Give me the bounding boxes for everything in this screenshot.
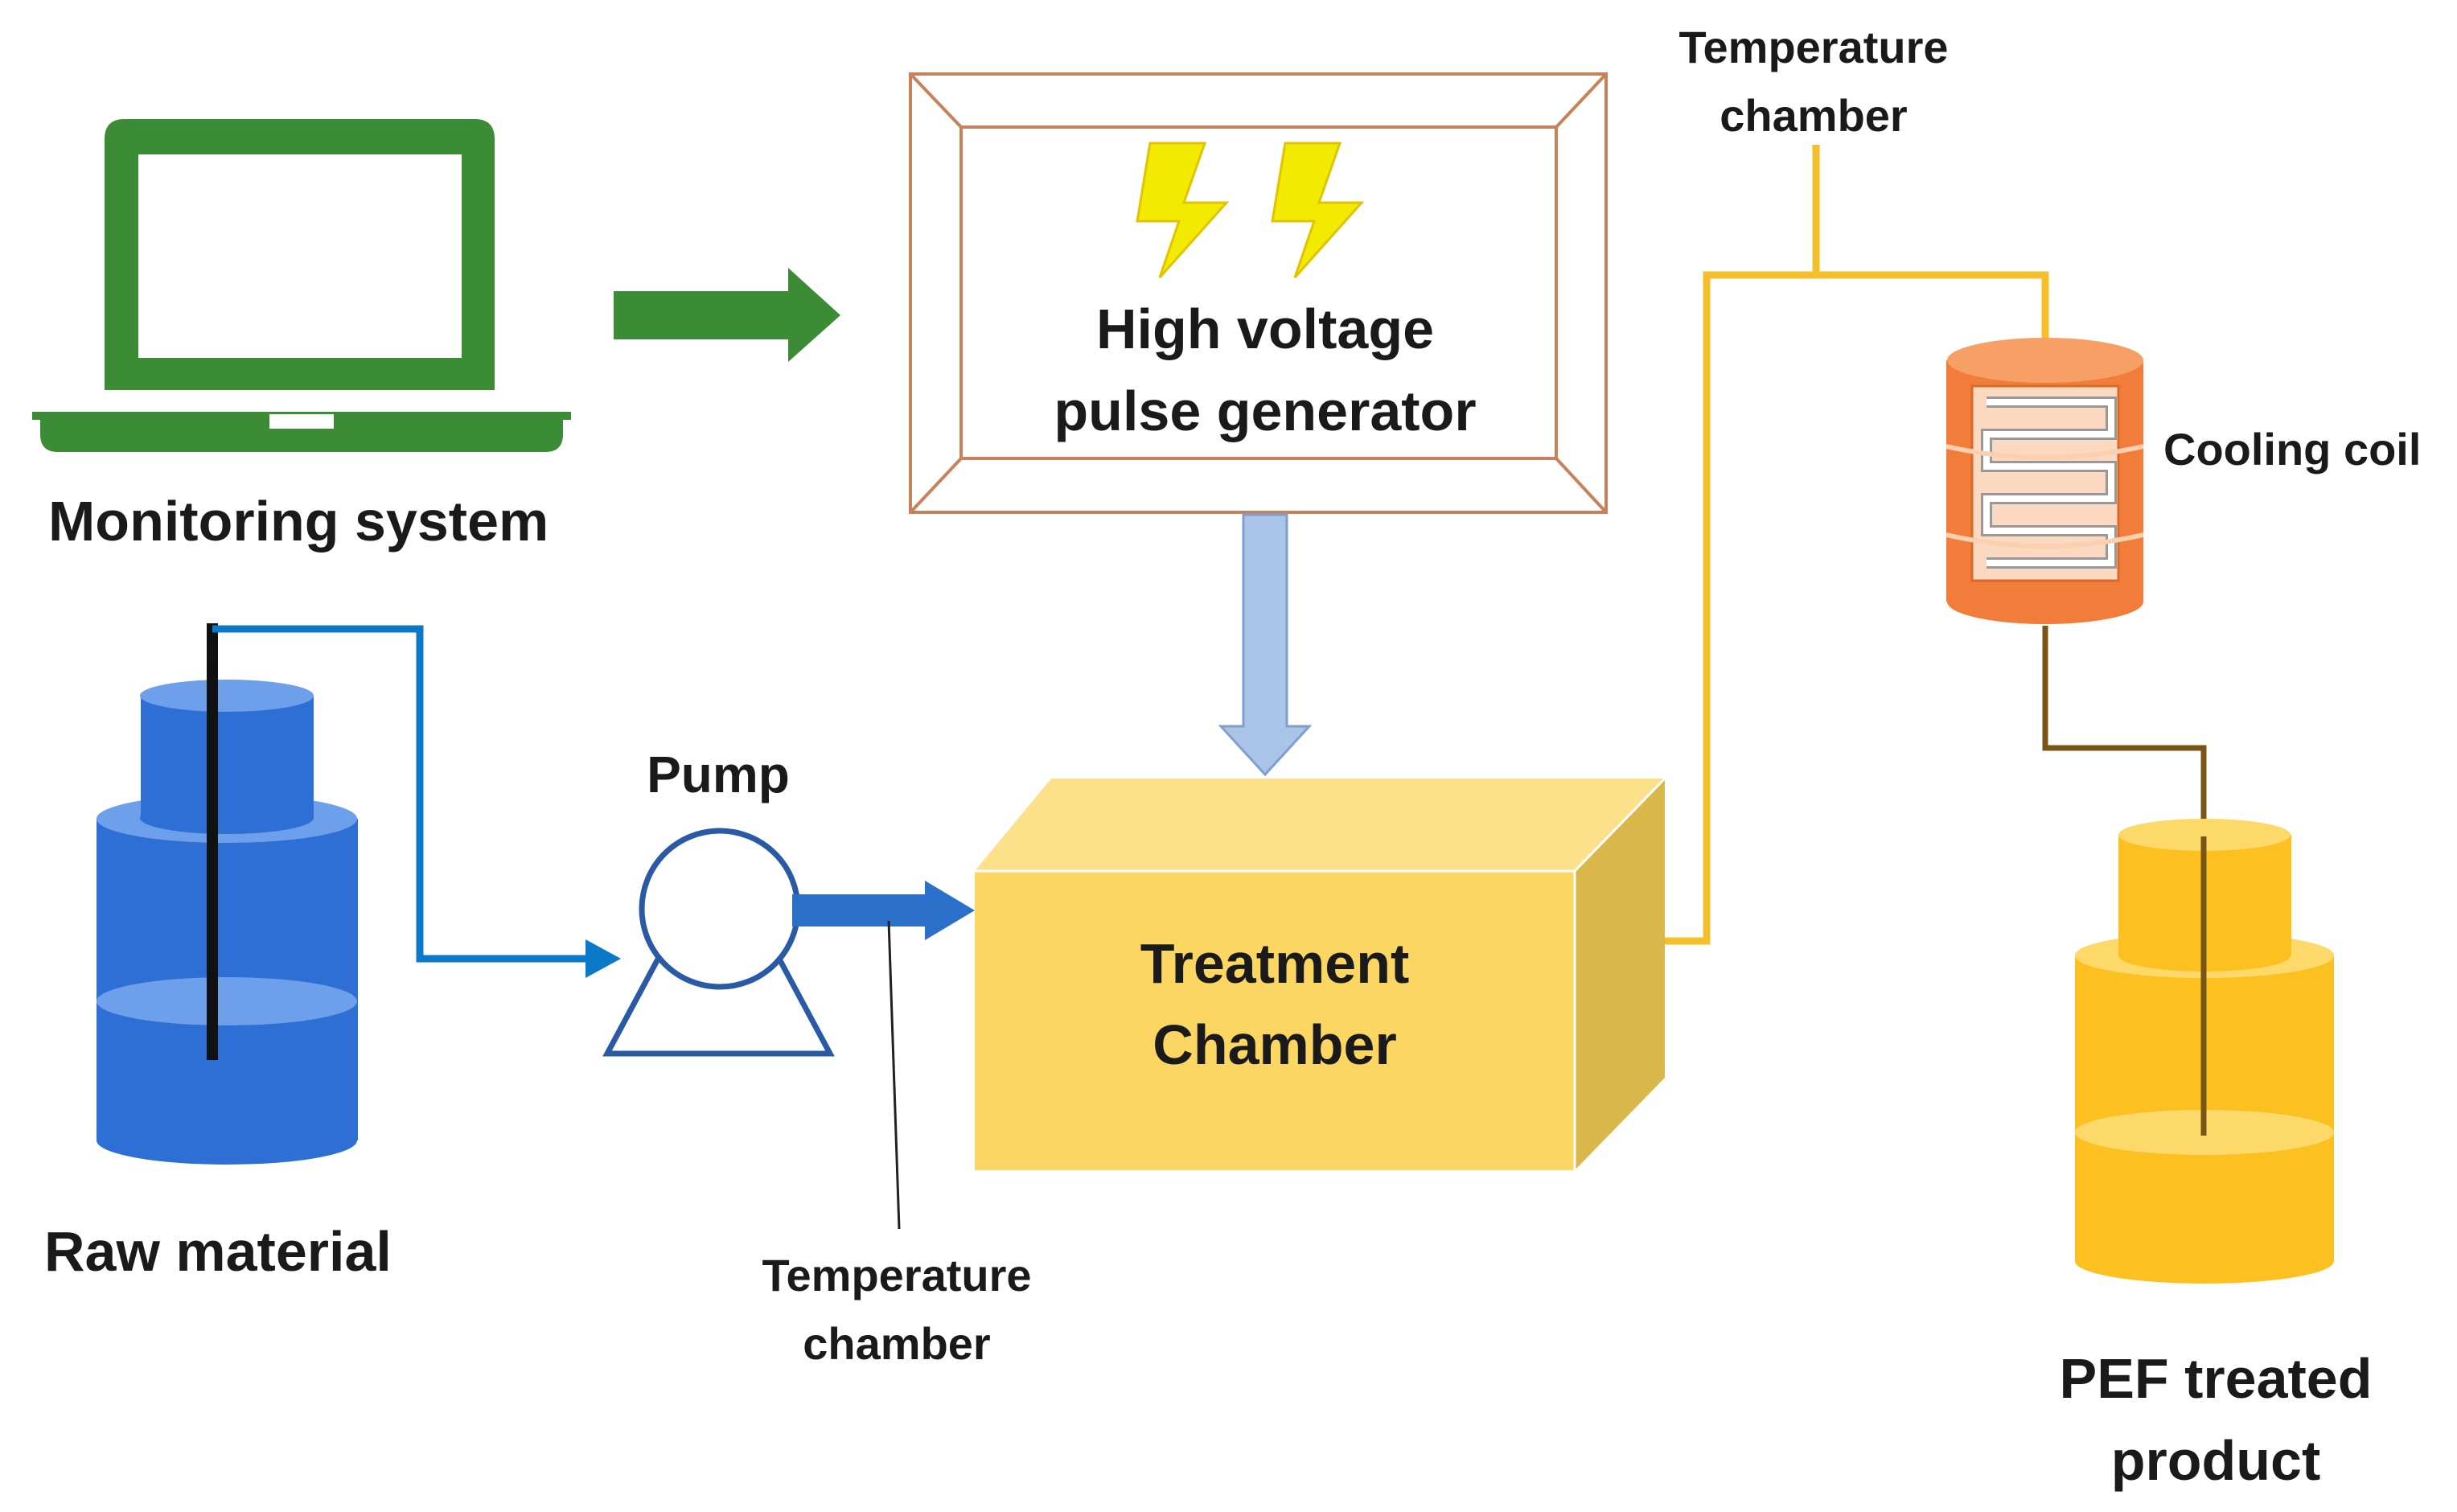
treatment-chamber-label-line2: Chamber [1152,1013,1396,1076]
power-arrow [1218,513,1313,777]
temperature-probe-line-top [1665,145,2049,945]
temperature-chamber-label-top-line1: Temperature [1678,22,1948,72]
feed-line [212,625,621,978]
control-arrow [614,268,840,362]
pump-label: Pump [647,746,790,803]
temperature-chamber-label-top-line2: chamber [1719,90,1907,141]
lightning-bolt-icon [1136,142,1230,278]
generator-label-line2: pulse generator [1054,380,1476,442]
lightning-bolt-icon [1271,142,1365,278]
temperature-chamber-label-bottom-line2: chamber [803,1318,990,1369]
monitoring-system-label: Monitoring system [48,490,549,553]
temperature-chamber-label-bottom-line1: Temperature [762,1250,1031,1300]
pump-icon [602,828,975,1057]
raw-material-label: Raw material [44,1220,392,1283]
laptop-icon [32,119,571,452]
treatment-chamber-label-line1: Treatment [1140,932,1410,995]
tank-icon [97,680,358,1165]
pef-treated-product-label-line1: PEF treated [2060,1347,2373,1410]
temperature-probe-line-bottom [887,920,901,1230]
pef-treated-product-label-line2: product [2111,1429,2321,1492]
treatment-chamber [975,777,1666,1170]
cooling-coil-label: Cooling coil [2163,424,2421,475]
cooling-coil-icon [1945,338,2144,624]
pulse-generator-box [909,72,1608,514]
generator-label-line1: High voltage [1096,298,1434,360]
